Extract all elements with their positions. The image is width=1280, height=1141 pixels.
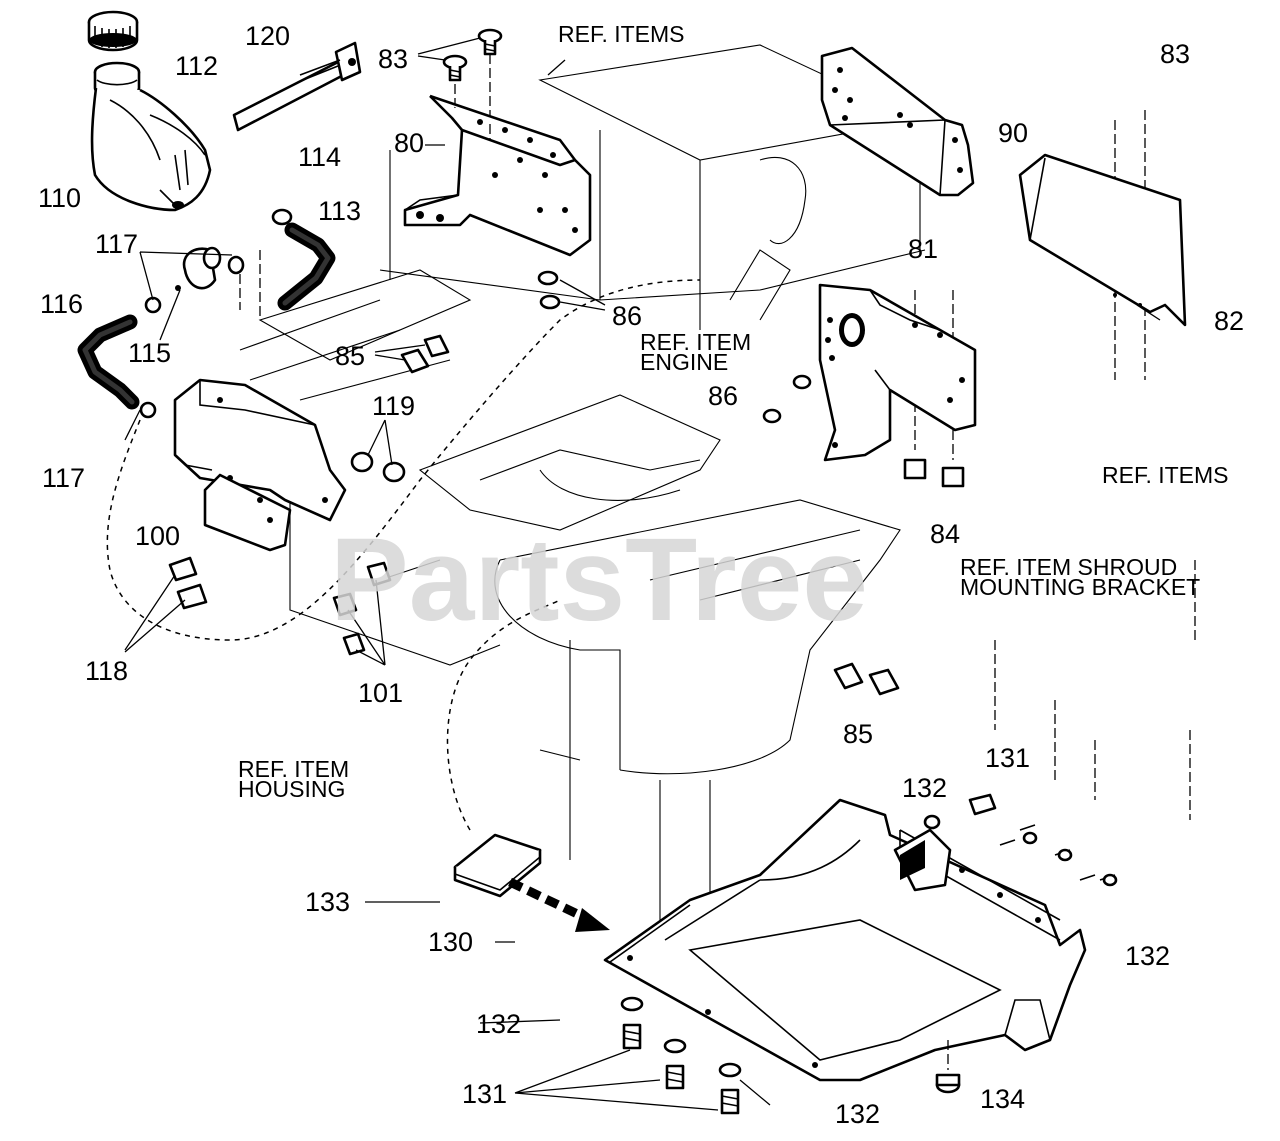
bolts-118: [168, 556, 208, 610]
label-113: 113: [318, 196, 361, 226]
label-118: 118: [85, 656, 128, 686]
fuel-hose-116: [77, 314, 140, 410]
label-120: 120: [245, 21, 290, 51]
label-100: 100: [135, 521, 180, 551]
label-101: 101: [358, 678, 403, 708]
label-85-upper: 85: [335, 341, 365, 371]
label-85-lower: 85: [843, 719, 873, 749]
label-83-right: 83: [1160, 39, 1190, 69]
label-84: 84: [930, 519, 960, 549]
label-119: 119: [372, 391, 415, 421]
screws-84: [903, 458, 965, 488]
ref-item-shroud-line1: REF. ITEM SHROUD: [960, 554, 1177, 580]
label-117-bottom: 117: [42, 463, 85, 493]
housing-group-outline: [446, 599, 561, 831]
bracket-90: [820, 46, 975, 197]
label-115: 115: [128, 338, 171, 368]
pad-133: [453, 833, 542, 898]
bolts-101: [332, 561, 392, 656]
label-132-right: 132: [1125, 941, 1170, 971]
label-86-lower: 86: [708, 381, 738, 411]
label-132-left: 132: [476, 1009, 521, 1039]
bottom-cover-130: [603, 798, 1087, 1082]
tank-bracket-100: [173, 378, 347, 552]
label-134: 134: [980, 1084, 1025, 1114]
reference-labels: REF. ITEMS REF. ITEM ENGINE REF. ITEMS R…: [238, 21, 1229, 802]
grommets-119: [350, 451, 406, 483]
label-132-bottom: 132: [835, 1099, 880, 1129]
hardware-131-132-lower: [620, 996, 742, 1115]
gas-cap: [87, 10, 139, 52]
bolts-85-upper: [400, 334, 450, 374]
ref-items-top: REF. ITEMS: [558, 21, 685, 47]
ref-item-shroud-line2: MOUNTING BRACKET: [960, 574, 1200, 600]
fuel-tank: [90, 61, 212, 212]
screws-83: [442, 28, 503, 82]
bolts-85-lower: [833, 662, 900, 696]
label-112: 112: [175, 51, 218, 81]
label-116: 116: [40, 289, 83, 319]
label-133: 133: [305, 887, 350, 917]
label-81: 81: [908, 234, 938, 264]
housing-reference-outline: [289, 394, 901, 930]
label-131-upper: 131: [985, 743, 1030, 773]
label-82: 82: [1214, 306, 1244, 336]
part-number-labels: 112 120 83 83 110 80 90 114 113 117 81 1…: [38, 21, 1244, 1129]
label-117-top: 117: [95, 229, 138, 259]
hose-clamps-117: [139, 255, 245, 419]
hardware-131-132-upper: [923, 793, 1118, 887]
label-83-left: 83: [378, 44, 408, 74]
ref-item-engine-line1: REF. ITEM: [640, 329, 751, 355]
mounting-bracket-81: [818, 283, 977, 462]
label-131-lower: 131: [462, 1079, 507, 1109]
label-130: 130: [428, 927, 473, 957]
label-90: 90: [998, 118, 1028, 148]
label-110: 110: [38, 183, 81, 213]
bolt-134: [935, 1073, 961, 1094]
direction-arrow: [508, 877, 610, 932]
shutoff-valve-115: [175, 246, 222, 291]
label-132-upper: 132: [902, 773, 947, 803]
label-114: 114: [298, 142, 341, 172]
fuel-group-outline: [106, 279, 701, 641]
mounting-bracket-80: [403, 94, 592, 257]
fuel-hose-113: [277, 222, 336, 311]
engine-reference-outline: [239, 44, 926, 401]
label-80: 80: [394, 128, 424, 158]
ref-items-right: REF. ITEMS: [1102, 462, 1229, 488]
tank-strap: [232, 41, 362, 132]
shroud-plate-82: [1018, 153, 1187, 327]
nuts-86: [537, 270, 812, 424]
label-86-upper: 86: [612, 301, 642, 331]
ref-item-housing-line2: HOUSING: [238, 776, 345, 802]
ref-item-housing-line1: REF. ITEM: [238, 756, 349, 782]
ref-item-engine-line2: ENGINE: [640, 349, 728, 375]
hose-clamp-114: [271, 208, 293, 226]
watermark: PartsTree: [330, 514, 868, 646]
